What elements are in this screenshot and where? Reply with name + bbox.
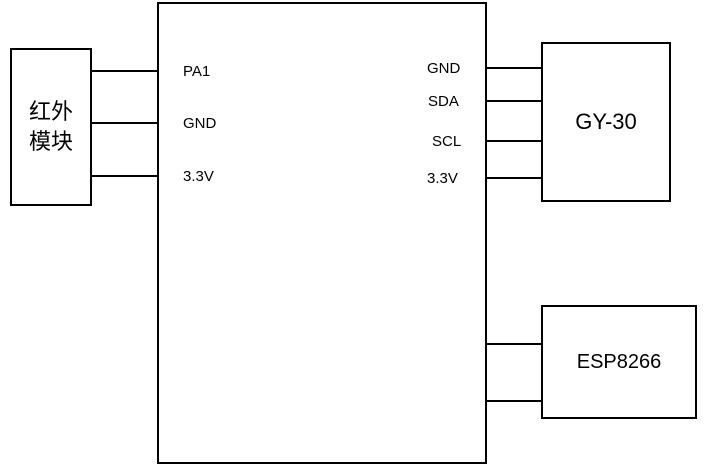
wire-ir-gnd bbox=[92, 122, 157, 124]
wire-ir-pa1 bbox=[92, 70, 157, 72]
pin-label-sda: SDA bbox=[428, 93, 459, 110]
wire-gy30-scl bbox=[487, 140, 541, 142]
pin-label-pa1: PA1 bbox=[183, 63, 211, 80]
wire-esp8266-top bbox=[487, 343, 541, 345]
ir-module-label: 红外 模块 bbox=[28, 99, 73, 154]
pin-label-3v3-right: 3.3V bbox=[427, 170, 458, 187]
pin-label-gnd-left: GND bbox=[183, 115, 217, 132]
pin-label-scl: SCL bbox=[432, 133, 462, 150]
wire-gy30-gnd bbox=[487, 67, 541, 69]
mcu-board-box bbox=[157, 2, 487, 464]
gy30-label: GY-30 bbox=[575, 109, 637, 135]
esp8266-label: ESP8266 bbox=[576, 350, 662, 373]
wire-gy30-sda bbox=[487, 100, 541, 102]
esp8266-box: ESP8266 bbox=[541, 305, 697, 419]
pin-label-3v3-left: 3.3V bbox=[183, 168, 214, 185]
gy30-box: GY-30 bbox=[541, 42, 671, 202]
wire-ir-3v3 bbox=[92, 175, 157, 177]
wire-esp8266-bottom bbox=[487, 400, 541, 402]
ir-module-box: 红外 模块 bbox=[10, 48, 92, 206]
wire-gy30-3v3 bbox=[487, 177, 541, 179]
pin-label-gnd-right: GND bbox=[427, 60, 461, 77]
